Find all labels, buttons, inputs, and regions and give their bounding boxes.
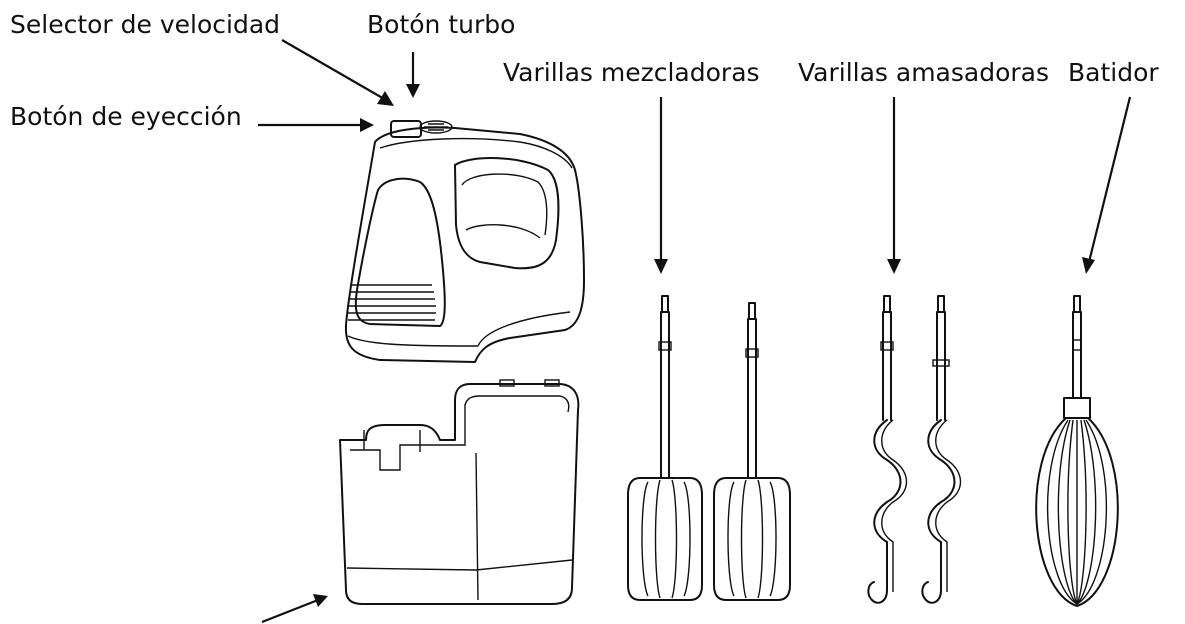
dough-hook-2	[921, 295, 962, 604]
mixing-beater-2	[713, 302, 791, 601]
label-speed-selector: Selector de velocidad	[10, 10, 281, 39]
base-stand	[339, 379, 580, 605]
label-whisk: Batidor	[1068, 58, 1159, 87]
arrow-whisk	[1082, 96, 1132, 274]
arrow-mixing-beaters	[654, 97, 668, 274]
arrow-eject-button	[258, 118, 374, 132]
mixing-beater-1	[627, 295, 703, 601]
label-eject-button: Botón de eyección	[10, 102, 242, 131]
arrow-dough-hooks	[887, 97, 901, 274]
label-turbo-button: Botón turbo	[367, 10, 516, 39]
mixer-body	[344, 120, 585, 363]
arrow-base-stand	[261, 594, 328, 624]
arrow-speed-selector	[281, 39, 394, 106]
dough-hook-1	[867, 295, 908, 604]
label-mixing-beaters: Varillas mezcladoras	[503, 58, 760, 87]
arrow-turbo-button	[406, 52, 420, 98]
label-dough-hooks: Varillas amasadoras	[798, 58, 1050, 87]
whisk	[1035, 295, 1119, 607]
